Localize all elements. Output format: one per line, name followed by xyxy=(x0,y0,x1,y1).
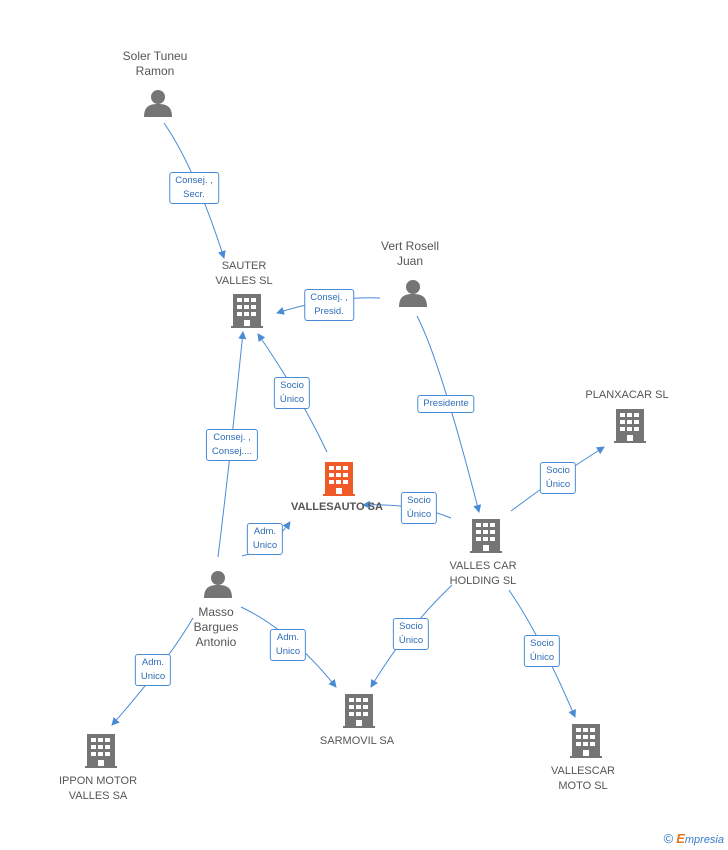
edge-label-line: Socio xyxy=(399,621,423,632)
edge-label-line: Unico xyxy=(140,671,166,682)
copyright-symbol: © xyxy=(663,831,674,846)
brand-logo-initial: E xyxy=(676,831,685,846)
edge-label-line: Consej.... xyxy=(211,446,253,457)
edge-label-line: Presid. xyxy=(314,306,344,317)
edge-label-line: Socio xyxy=(530,638,554,649)
node-label-line: MOTO SL xyxy=(558,780,608,792)
edge-label-soler-to-sauter[interactable]: Consej. , Secr. xyxy=(169,172,219,204)
edge-label-line: Secr. xyxy=(183,189,205,200)
edge-label-masso-to-vallesauto[interactable]: Adm. Unico xyxy=(246,523,284,555)
edge-label-line: Adm. xyxy=(276,632,300,643)
node-label-line: PLANXACAR SL xyxy=(585,389,669,401)
node-label-sarmovil[interactable]: SARMOVIL SA xyxy=(320,734,394,749)
edge-label-line: Unico xyxy=(275,646,301,657)
edge-label-line: Único xyxy=(406,509,432,520)
node-label-line: Juan xyxy=(396,254,424,268)
node-label-vallescarmoto[interactable]: VALLESCAR MOTO SL xyxy=(551,764,615,794)
person-icon-soler[interactable] xyxy=(144,90,172,117)
node-label-line: VALLESCAR xyxy=(551,765,615,777)
edge-label-line: Consej. , xyxy=(213,432,251,443)
node-label-line: Bargues xyxy=(193,620,239,634)
node-label-line: HOLDING SL xyxy=(449,575,517,587)
node-label-planxacar[interactable]: PLANXACAR SL xyxy=(585,388,668,403)
edge-label-line: Único xyxy=(545,479,571,490)
node-label-line: VALLESAUTO SA xyxy=(291,501,383,513)
brand-logo-text: mpresia xyxy=(684,834,724,846)
building-icon-vallesauto[interactable] xyxy=(323,462,355,496)
edge-label-masso-to-ippon[interactable]: Adm. Unico xyxy=(134,654,172,686)
building-icon-vallescar[interactable] xyxy=(470,519,502,553)
building-icon-planxacar[interactable] xyxy=(614,409,646,443)
node-label-line: Soler Tuneu xyxy=(122,49,188,63)
node-label-line: SAUTER xyxy=(221,260,267,272)
edge-label-line: Único xyxy=(279,394,305,405)
person-icon-masso[interactable] xyxy=(204,571,232,598)
edge-label-line: Único xyxy=(529,652,555,663)
node-label-line: Masso xyxy=(198,605,234,619)
node-label-ippon[interactable]: IPPON MOTOR VALLES SA xyxy=(59,774,137,804)
building-icon-sauter[interactable] xyxy=(231,294,263,328)
edge-label-line: Consej. , xyxy=(310,292,348,303)
edge-label-line: Unico xyxy=(252,540,278,551)
edge-label-line: Socio xyxy=(280,380,304,391)
node-label-line: Antonio xyxy=(195,635,237,649)
edge-label-line: Presidente xyxy=(423,398,469,409)
node-label-line: IPPON MOTOR xyxy=(58,775,138,787)
node-label-sauter[interactable]: SAUTER VALLES SL xyxy=(215,259,272,289)
node-label-line: SARMOVIL SA xyxy=(319,735,395,747)
edge-label-vert-to-vallescar[interactable]: Presidente xyxy=(417,395,475,413)
edge-label-line: Socio xyxy=(546,465,570,476)
building-icon-sarmovil[interactable] xyxy=(343,694,375,728)
node-label-line: VALLES CAR xyxy=(449,560,517,572)
edge-label-masso-to-sauter[interactable]: Consej. , Consej.... xyxy=(205,429,259,461)
node-label-line: VALLES SL xyxy=(215,275,273,287)
node-label-line: VALLES SA xyxy=(68,790,128,802)
brand-footer: ©Empresia xyxy=(664,831,724,846)
person-icon-vert[interactable] xyxy=(399,280,427,307)
node-label-vallesauto[interactable]: VALLESAUTO SA xyxy=(291,500,383,515)
edge-label-vert-to-sauter[interactable]: Consej. , Presid. xyxy=(304,289,354,321)
edge-vert-to-vallescar xyxy=(416,315,482,513)
node-label-line: Ramon xyxy=(135,64,175,78)
node-label-vallescar[interactable]: VALLES CAR HOLDING SL xyxy=(449,559,516,589)
edge-label-line: Único xyxy=(398,635,424,646)
edge-label-line: Consej. , xyxy=(175,175,213,186)
building-icon-ippon[interactable] xyxy=(85,734,117,768)
edge-label-line: Socio xyxy=(407,495,431,506)
edge-label-line: Adm. xyxy=(141,657,165,668)
edge-label-masso-to-sarmovil[interactable]: Adm. Unico xyxy=(269,629,307,661)
node-label-line: Vert Rosell xyxy=(380,239,440,253)
building-icon-vallescarmoto[interactable] xyxy=(570,724,602,758)
edge-label-line: Adm. xyxy=(253,526,277,537)
